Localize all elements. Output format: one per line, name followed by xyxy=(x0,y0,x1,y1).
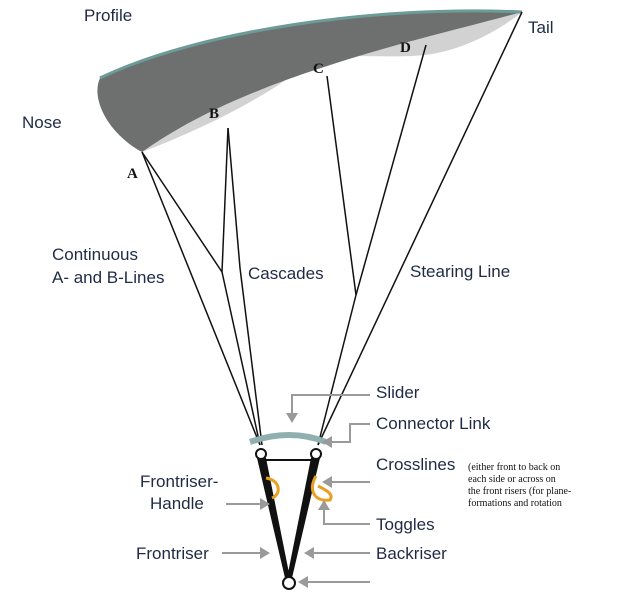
canopy-underside xyxy=(142,12,522,152)
frontriser-handle-label-line1: Frontriser- xyxy=(140,472,218,491)
steering-line-label: Stearing Line xyxy=(410,262,510,281)
suspension-lines xyxy=(141,11,523,446)
line-a-label: A xyxy=(127,166,138,182)
frontriser-label: Frontriser xyxy=(136,544,209,563)
connector-link-right xyxy=(310,448,322,460)
crosslines-note-line1: (either front to back on xyxy=(468,462,560,473)
riser-ring xyxy=(282,576,296,590)
crosslines-note-line3: the front risers (for plane- xyxy=(468,486,571,497)
nose-label: Nose xyxy=(22,113,62,132)
crosslines-note-line4: formations and rotation xyxy=(468,498,562,509)
connector-link-left xyxy=(255,448,267,460)
slider xyxy=(249,432,328,445)
backriser-label: Backriser xyxy=(376,544,447,563)
toggles-label: Toggles xyxy=(376,515,435,534)
tail-label: Tail xyxy=(528,18,554,37)
frontriser-handle-label-line2: Handle xyxy=(150,494,204,513)
frontriser-handle-loop xyxy=(265,476,280,500)
profile-label: Profile xyxy=(84,6,132,25)
pointer-arrows xyxy=(222,394,370,588)
slider-label: Slider xyxy=(376,383,420,402)
continuous-label-line2: A- and B-Lines xyxy=(52,268,164,287)
line-c-label: C xyxy=(313,61,324,77)
risers xyxy=(257,458,290,578)
cascades-label: Cascades xyxy=(248,264,324,283)
connector-link-label: Connector Link xyxy=(376,414,491,433)
crosslines-label: Crosslines xyxy=(376,455,455,474)
canopy-leading-edge xyxy=(99,9,523,80)
crosslines-note-line2: each side or across on xyxy=(468,474,556,485)
continuous-label-line1: Continuous xyxy=(52,245,138,264)
toggle-loop xyxy=(311,475,333,502)
line-d-label: D xyxy=(400,40,411,56)
line-b-label: B xyxy=(209,106,219,122)
canopy-top-surface xyxy=(97,10,523,152)
